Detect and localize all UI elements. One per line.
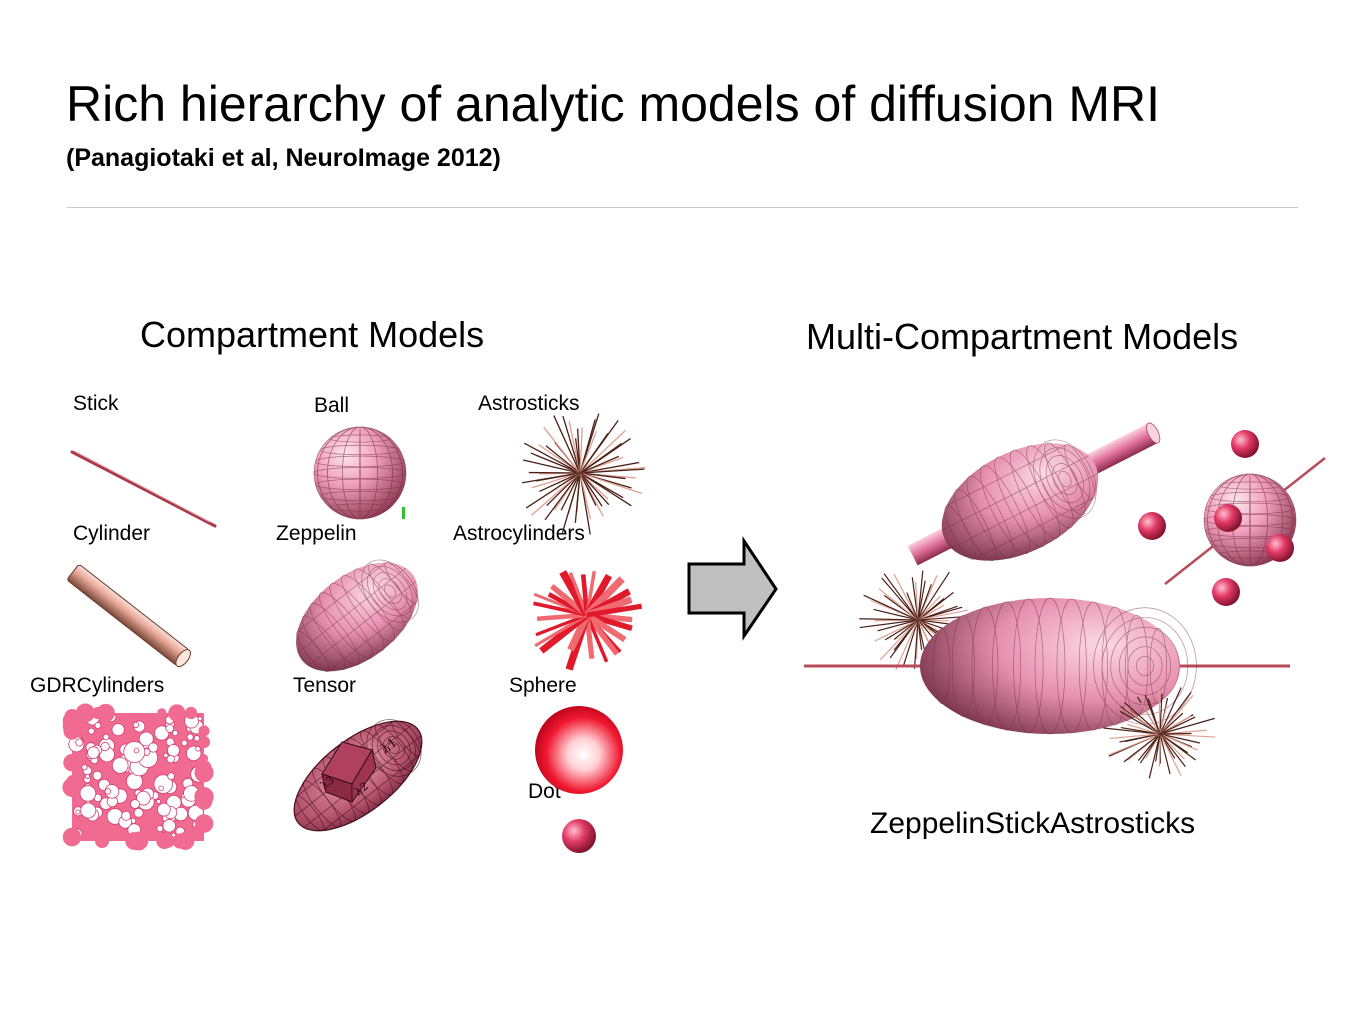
tensor-icon: λ1 λ2 λ3 — [293, 719, 423, 832]
astrosticks-icon — [522, 413, 646, 535]
astrocylinders-icon — [533, 570, 643, 671]
cylinder-label: Cylinder — [73, 522, 151, 545]
slide-subtitle: (Panagiotaki et al, NeuroImage 2012) — [66, 144, 501, 172]
astrosticks-label: Astrosticks — [478, 392, 580, 415]
zeppelin-icon — [296, 559, 419, 673]
right-arrow-icon — [687, 536, 778, 641]
multi-compartment-illustration — [804, 422, 1326, 779]
dot-icon — [562, 819, 596, 853]
sphere-icon — [535, 706, 623, 794]
compartment-models-heading: Compartment Models — [140, 314, 485, 355]
tensor-label: Tensor — [293, 674, 357, 697]
cylinder-icon — [67, 564, 191, 668]
astrocylinders-label: Astrocylinders — [453, 522, 585, 545]
zeppelinstickastrosticks-caption: ZeppelinStickAstrosticks — [870, 807, 1196, 840]
zeppelin-label: Zeppelin — [276, 522, 357, 545]
title-divider — [67, 207, 1298, 208]
sphere-label: Sphere — [509, 674, 577, 697]
dot-label: Dot — [528, 780, 561, 803]
multi-compartment-models-heading: Multi-Compartment Models — [806, 316, 1239, 357]
slide-title: Rich hierarchy of analytic models of dif… — [66, 76, 1160, 132]
gdrcylinders-label: GDRCylinders — [30, 674, 165, 697]
gdrcylinders-icon — [62, 703, 214, 851]
stick-icon — [70, 450, 217, 528]
stick-label: Stick — [73, 392, 119, 415]
ball-icon — [313, 426, 407, 520]
ball-label: Ball — [314, 394, 350, 417]
